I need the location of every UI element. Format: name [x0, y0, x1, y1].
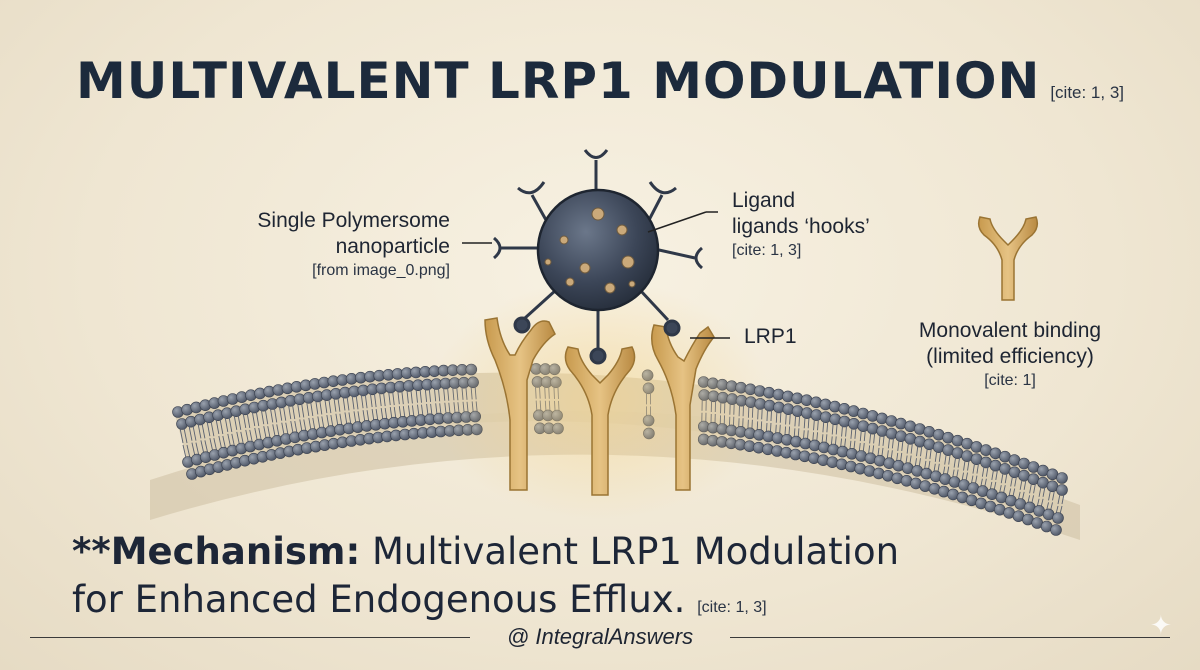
- mechanism-cite: [cite: 1, 3]: [697, 599, 766, 616]
- monovalent-label-line2: (limited efficiency): [890, 344, 1130, 370]
- polymersome-label-line1: Single Polymersome: [257, 208, 450, 234]
- mechanism-prefix: **Mechanism:: [72, 530, 360, 573]
- monovalent-ligand-icon: [979, 217, 1038, 300]
- lipid-head: [801, 395, 812, 406]
- monovalent-label-line1: Monovalent binding: [890, 318, 1130, 344]
- lipid-head: [811, 397, 822, 408]
- polymersome-label: Single Polymersome nanoparticle [from im…: [257, 208, 450, 282]
- lipid-head: [820, 412, 831, 423]
- mechanism-caption: **Mechanism: Multivalent LRP1 Modulation…: [72, 528, 899, 632]
- polymersome-source: [from image_0.png]: [257, 260, 450, 282]
- lipid-head: [811, 410, 822, 421]
- ligand-label-line1: Ligand: [732, 188, 870, 214]
- footer-divider-right: [730, 637, 1170, 638]
- lipid-head: [1057, 485, 1068, 496]
- monovalent-cite: [cite: 1]: [890, 370, 1130, 392]
- lipid-head: [773, 389, 784, 400]
- ligand-label: Ligand ligands ‘hooks’ [cite: 1, 3]: [732, 188, 870, 262]
- lipid-head: [773, 402, 784, 413]
- polymersome-label-line2: nanoparticle: [257, 234, 450, 260]
- author-credit: @ IntegralAnswers: [470, 624, 730, 650]
- lipid-head: [782, 391, 793, 402]
- mechanism-line1: **Mechanism: Multivalent LRP1 Modulation: [72, 528, 899, 576]
- page-title: MULTIVALENT LRP1 MODULATION [cite: 1, 3]: [0, 52, 1200, 110]
- mechanism-line2-text: for Enhanced Endogenous Efflux.: [72, 578, 685, 621]
- footer-divider-left: [30, 637, 470, 638]
- sparkle-icon: ✦: [1150, 610, 1172, 641]
- lrp1-label: LRP1: [744, 324, 797, 350]
- lipid-head: [858, 408, 869, 419]
- lipid-head: [1057, 473, 1068, 484]
- ligand-cite: [cite: 1, 3]: [732, 240, 870, 262]
- ligand-label-line2: ligands ‘hooks’: [732, 214, 870, 240]
- lipid-head: [792, 406, 803, 417]
- lipid-head: [867, 423, 878, 434]
- monovalent-label: Monovalent binding (limited efficiency) …: [890, 318, 1130, 392]
- lipid-head: [1053, 513, 1064, 524]
- lipid-head: [1051, 525, 1062, 536]
- polymersome-nanoparticle: [494, 150, 702, 363]
- title-cite: [cite: 1, 3]: [1050, 83, 1124, 102]
- title-text: MULTIVALENT LRP1 MODULATION: [76, 52, 1040, 110]
- lipid-head: [792, 393, 803, 404]
- lipid-head: [802, 408, 813, 419]
- mechanism-line1-text: Multivalent LRP1 Modulation: [360, 530, 899, 573]
